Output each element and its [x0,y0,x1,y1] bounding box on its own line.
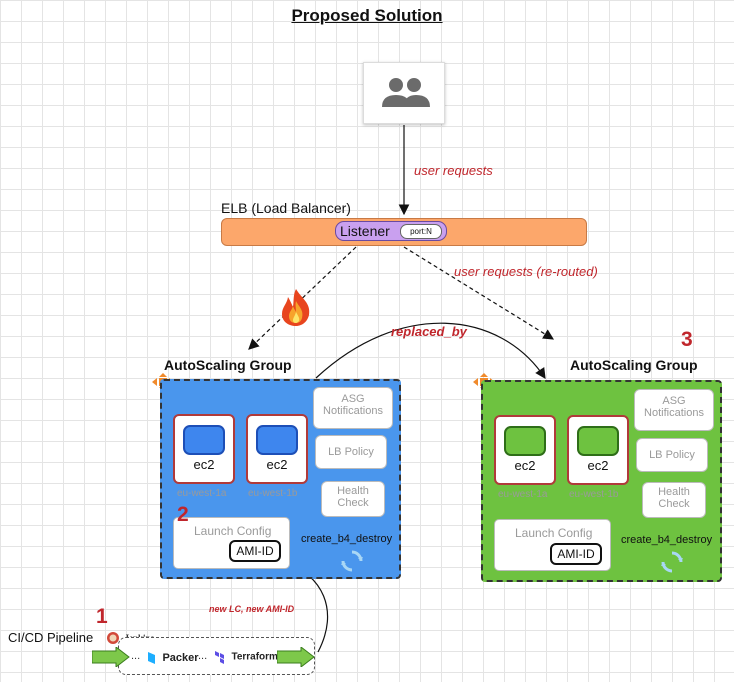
step-number-2: 2 [177,503,189,526]
new-lc-label: new LC, new AMI-ID [209,604,295,614]
ec2-chip [256,425,298,455]
packer-label: Packer [162,651,199,664]
terraform-logo: Terraform [214,648,278,666]
ami-id-box: AMI-ID [229,540,281,562]
asg-notifications-box: ASG Notifications [634,389,714,431]
pipeline-start-arrow-icon [92,647,130,667]
launch-config-box: Launch Config AMI-ID [494,519,611,571]
ec2-label: ec2 [193,457,215,472]
step-number-3: 3 [681,328,693,351]
ec2-instance-new-a: ec2 [494,415,556,485]
fire-icon [282,289,310,326]
asg-old-title: AutoScaling Group [164,357,292,373]
health-check-box: Health Check [321,481,385,517]
port-label: port:N [400,224,442,239]
launch-config-box: Launch Config AMI-ID [173,517,290,569]
launch-config-label: Launch Config [515,526,593,540]
packer-logo: Packer [146,649,199,667]
refresh-cycle-icon [661,551,683,573]
pipeline-end-arrow-icon [277,647,315,667]
az-label-1a: eu-west-1a [498,489,548,500]
asg-old-box: ec2 ec2 eu-west-1a eu-west-1b ASG Notifi… [160,379,401,579]
asg-notifications-line2: Notifications [644,407,704,419]
health-check-line1: Health [337,485,369,497]
ec2-label: ec2 [514,458,536,473]
health-check-box: Health Check [642,482,706,518]
refresh-cycle-icon [341,550,363,572]
users-box [363,62,445,124]
asg-new-box: ec2 ec2 eu-west-1a eu-west-1b ASG Notifi… [481,380,722,582]
ec2-chip [504,426,546,456]
pipeline-dots-2: ... [198,650,208,662]
ec2-chip [183,425,225,455]
elb-to-new-asg-arrow [403,246,555,340]
step-number-1: 1 [96,605,108,628]
health-check-line2: Check [658,498,690,510]
ec2-chip [577,426,619,456]
health-check-line1: Health [658,486,690,498]
ec2-instance-old-b: ec2 [246,414,308,484]
asg-new-title: AutoScaling Group [570,357,698,373]
ec2-label: ec2 [266,457,288,472]
asg-notifications-line1: ASG [662,395,686,407]
az-label-1a: eu-west-1a [177,488,227,499]
elb-label: ELB (Load Balancer) [221,200,351,216]
lb-policy-box: LB Policy [315,435,387,469]
replaced-by-arrow [315,322,546,380]
rerouted-requests-label: user requests (re-routed) [454,264,598,279]
health-check-line2: Check [337,497,369,509]
lifecycle-label: create_b4_destroy [621,534,713,546]
ec2-label: ec2 [587,458,609,473]
ec2-instance-old-a: ec2 [173,414,235,484]
launch-config-label: Launch Config [194,524,272,538]
asg-notifications-line2: Notifications [323,405,383,417]
az-label-1b: eu-west-1b [569,489,619,500]
listener-label: Listener [340,223,390,239]
cicd-label: CI/CD Pipeline [8,630,94,645]
terraform-label: Terraform [231,651,278,663]
listener-pill: Listener port:N [335,221,447,241]
pipeline-dots-1: ... [131,650,141,662]
lifecycle-label: create_b4_destroy [301,533,393,545]
asg-notifications-box: ASG Notifications [313,387,393,429]
terraform-icon [215,650,224,664]
ami-id-box: AMI-ID [550,543,602,565]
diagram-title: Proposed Solution [291,6,443,25]
packer-icon [148,651,155,664]
asg-notifications-line1: ASG [341,393,365,405]
user-requests-label: user requests [414,163,493,178]
users-group-icon [382,78,430,107]
replaced-by-label: replaced_by [391,324,467,339]
az-label-1b: eu-west-1b [248,488,298,499]
lb-policy-box: LB Policy [636,438,708,472]
jenkins-icon [107,631,119,644]
ec2-instance-new-b: ec2 [567,415,629,485]
